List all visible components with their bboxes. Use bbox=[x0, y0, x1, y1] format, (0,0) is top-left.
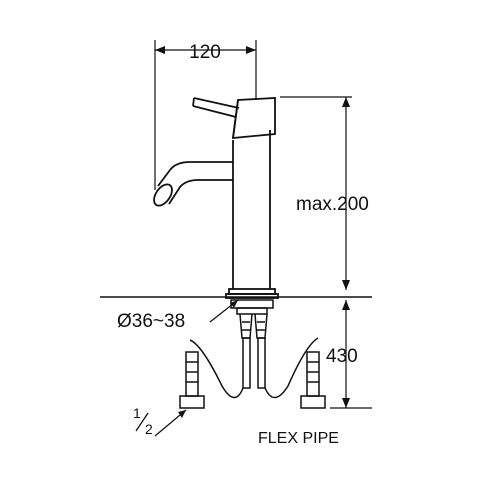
leader-thread-size bbox=[154, 409, 187, 437]
flex-pipe-label: FLEX PIPE bbox=[258, 430, 339, 447]
thread-size-numerator: 1 bbox=[133, 405, 141, 421]
dimension-spout-reach bbox=[154, 40, 257, 190]
mounting-shank bbox=[230, 299, 274, 389]
flex-hoses bbox=[179, 337, 326, 409]
hole-diameter-label: Ø36~38 bbox=[117, 311, 185, 332]
hose-length-label: 430 bbox=[326, 346, 358, 367]
faucet-body bbox=[153, 97, 279, 299]
thread-size-label: 1 2 bbox=[133, 405, 153, 437]
dimension-max-height bbox=[280, 96, 352, 290]
spout-reach-label: 120 bbox=[189, 42, 221, 63]
dimension-hose-length bbox=[330, 300, 372, 409]
leader-hole-diameter bbox=[209, 299, 239, 323]
max-height-label: max.200 bbox=[296, 194, 369, 215]
thread-size-denominator: 2 bbox=[145, 421, 153, 437]
